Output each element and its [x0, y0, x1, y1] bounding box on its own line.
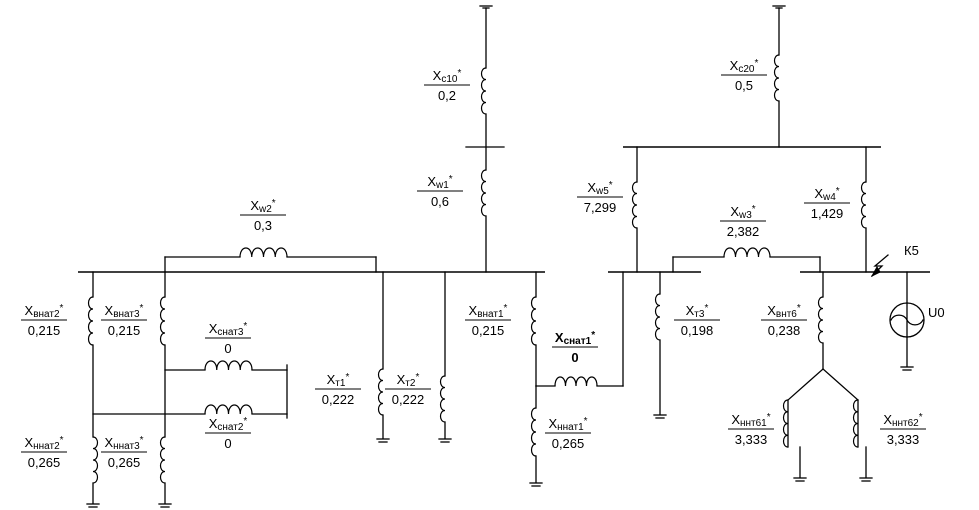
- element-name: Xвнат3*: [105, 303, 144, 320]
- label-xw5: Xw5* 7,299: [577, 180, 623, 215]
- element-value: 0,3: [254, 218, 272, 233]
- inductor-coil: [377, 368, 384, 416]
- element-value: 0: [224, 341, 231, 356]
- element-value: 0,222: [392, 392, 425, 407]
- wire-segment: [822, 368, 859, 401]
- element-value: 0,265: [108, 455, 141, 470]
- element-value: 0,6: [431, 194, 449, 209]
- inductor-coil: [852, 399, 859, 448]
- label-xw2: Xw2* 0,3: [240, 198, 286, 233]
- element-value: 3,333: [735, 432, 768, 447]
- labels: Xс10*0,2Xс20*0,5Xw1*0,6Xw2*0,3Xw3*2,382X…: [21, 58, 945, 470]
- element-name: Xннат1*: [548, 416, 587, 433]
- label-xc10: Xс10* 0,2: [424, 68, 470, 103]
- fault-label: К5: [904, 243, 919, 258]
- label-xsnat3: Xснат3* 0: [205, 321, 251, 356]
- element-name: Xннт61*: [731, 412, 770, 429]
- element-value: 2,382: [727, 224, 760, 239]
- inductor-coil: [480, 67, 487, 115]
- element-name: Xвнт6*: [767, 303, 801, 320]
- element-value: 0,238: [768, 323, 801, 338]
- element-value: 0,222: [322, 392, 355, 407]
- symbols: [86, 5, 925, 508]
- element-name: Xс20*: [730, 58, 759, 75]
- element-value: 1,429: [811, 206, 844, 221]
- label-xvnt6: Xвнт6* 0,238: [761, 303, 807, 338]
- label-xt2: Xт2* 0,222: [385, 372, 431, 407]
- element-name: Xвнат2*: [25, 303, 64, 320]
- fault-arrow-icon: [870, 266, 881, 278]
- inductors: [87, 54, 867, 484]
- element-value: 0,265: [552, 436, 585, 451]
- element-name: Xс10*: [433, 68, 462, 85]
- label-xc20: Xс20* 0,5: [721, 58, 767, 93]
- element-name: Xннат3*: [104, 435, 143, 452]
- inductor-coil: [530, 296, 537, 346]
- source-label: U0: [928, 305, 945, 320]
- wires: [78, 7, 930, 504]
- label-xsnat1: Xснат1* 0: [552, 330, 598, 365]
- element-value: 0,215: [28, 323, 61, 338]
- element-value: 0,215: [472, 323, 505, 338]
- inductor-coil: [92, 436, 99, 484]
- inductor-coil: [480, 169, 487, 217]
- inductor-coil: [204, 404, 253, 415]
- label-xvnat2: Xвнат2* 0,215: [21, 303, 67, 338]
- inductor-coil: [439, 375, 446, 423]
- element-name: Xннат2*: [24, 435, 63, 452]
- inductor-coil: [723, 247, 771, 258]
- element-name: Xт1*: [327, 372, 350, 389]
- inductor-coil: [817, 296, 824, 344]
- element-value: 0: [224, 436, 231, 451]
- inductor-coil: [159, 296, 166, 346]
- label-xnnt62: Xннт62* 3,333: [880, 412, 926, 447]
- element-name: Xснат2*: [209, 416, 248, 433]
- inductor-coil: [631, 181, 638, 229]
- element-value: 0,215: [108, 323, 141, 338]
- element-value: 0,2: [438, 88, 456, 103]
- inductor-coil: [782, 399, 789, 448]
- inductor-coil: [860, 181, 867, 229]
- element-name: Xw2*: [250, 198, 275, 215]
- inductor-coil: [87, 296, 94, 346]
- label-xnnat3: Xннат3* 0,265: [101, 435, 147, 470]
- label-xvnat1: Xвнат1* 0,215: [465, 303, 511, 338]
- element-name: Xснат3*: [209, 321, 248, 338]
- label-xsnat2: Xснат2* 0: [205, 416, 251, 451]
- label-xvnat3: Xвнат3* 0,215: [101, 303, 147, 338]
- inductor-coil: [239, 247, 288, 258]
- element-name: Xннт62*: [883, 412, 922, 429]
- element-name: Xw5*: [587, 180, 612, 197]
- label-xw1: Xw1* 0,6: [417, 174, 463, 209]
- label-xw4: Xw4* 1,429: [804, 186, 850, 221]
- wire-segment: [787, 368, 824, 401]
- element-name: Xт2*: [397, 372, 420, 389]
- element-name: Xw1*: [427, 174, 452, 191]
- element-name: Xснат1*: [555, 330, 595, 347]
- element-name: Xт3*: [686, 303, 709, 320]
- inductor-coil: [773, 54, 780, 102]
- element-value: 0,265: [28, 455, 61, 470]
- label-xt3: Xт3* 0,198: [674, 303, 720, 338]
- element-name: Xвнат1*: [469, 303, 508, 320]
- label-xt1: Xт1* 0,222: [315, 372, 361, 407]
- inductor-coil: [204, 360, 253, 371]
- element-value: 0,198: [681, 323, 714, 338]
- label-xnnat2: Xннат2* 0,265: [21, 435, 67, 470]
- inductor-coil: [654, 293, 661, 341]
- element-name: Xw3*: [730, 204, 755, 221]
- label-xw3: Xw3* 2,382: [720, 204, 766, 239]
- inductor-coil: [159, 436, 166, 484]
- element-name: Xw4*: [814, 186, 839, 203]
- element-value: 0,5: [735, 78, 753, 93]
- element-value: 7,299: [584, 200, 617, 215]
- label-xnnt61: Xннт61* 3,333: [728, 412, 774, 447]
- element-value: 3,333: [887, 432, 920, 447]
- element-value: 0: [571, 350, 578, 365]
- label-xnnat1: Xннат1* 0,265: [545, 416, 591, 451]
- inductor-coil: [530, 407, 537, 457]
- inductor-coil: [554, 376, 598, 387]
